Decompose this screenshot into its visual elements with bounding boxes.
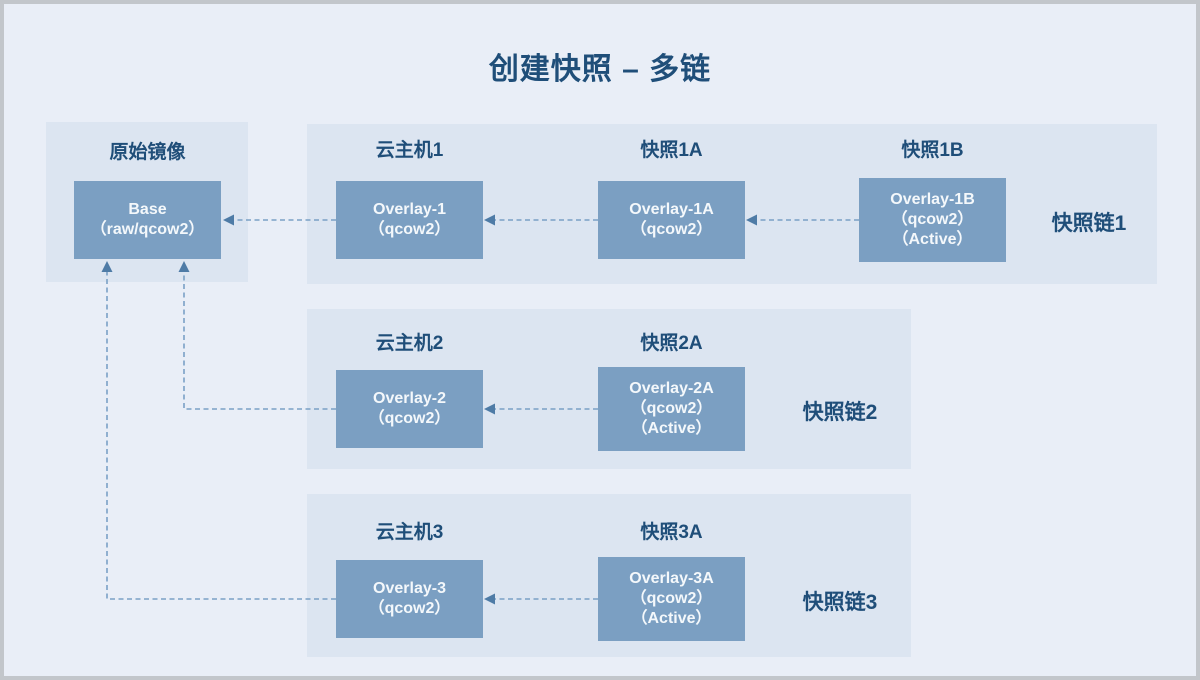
chain1-snap1b-label: 快照1B [901,140,964,161]
overlay-1a-format: （qcow2） [630,221,713,238]
overlay-3a-format: （qcow2） [630,590,713,607]
overlay-2a-box: Overlay-2A （qcow2） （Active） [598,367,745,451]
source-image-label: 原始镜像 [109,142,186,163]
overlay-2a-active: （Active） [631,420,712,437]
overlay-3a-active: （Active） [631,610,712,627]
overlay-2a-format: （qcow2） [630,400,713,417]
overlay-3-box: Overlay-3 （qcow2） [336,560,483,638]
chain3-vm-label: 云主机3 [375,522,444,543]
overlay-1-name: Overlay-1 [373,201,446,218]
overlay-2a-name: Overlay-2A [629,380,714,397]
chain1-snap1a-label: 快照1A [640,140,703,161]
chain2-vm-label: 云主机2 [375,333,444,354]
overlay-3a-name: Overlay-3A [629,570,714,587]
overlay-2-box: Overlay-2 （qcow2） [336,370,483,448]
base-box-name: Base [128,201,167,218]
chain2-snap2a-label: 快照2A [640,333,703,354]
overlay-3a-box: Overlay-3A （qcow2） （Active） [598,557,745,641]
chain1-label: 快照链1 [1051,212,1127,235]
chain2-label: 快照链2 [802,401,878,424]
chain3-snap3a-label: 快照3A [640,522,703,543]
overlay-2-name: Overlay-2 [373,390,446,407]
chain3-label: 快照链3 [802,591,878,614]
overlay-1b-active: （Active） [892,231,973,248]
arrow-overlay3-to-base [106,272,336,600]
overlay-1-box: Overlay-1 （qcow2） [336,181,483,259]
overlay-3-name: Overlay-3 [373,580,446,597]
overlay-1b-format: （qcow2） [891,211,974,228]
overlay-3-format: （qcow2） [368,600,451,617]
overlay-1b-name: Overlay-1B [890,191,975,208]
base-image-box: Base （raw/qcow2） [74,181,221,259]
overlay-1a-name: Overlay-1A [629,201,714,218]
base-box-format: （raw/qcow2） [90,221,205,238]
chain1-vm-label: 云主机1 [375,140,444,161]
overlay-1b-box: Overlay-1B （qcow2） （Active） [859,178,1006,262]
overlay-1-format: （qcow2） [368,221,451,238]
page-title: 创建快照 – 多链 [488,53,712,86]
overlay-1a-box: Overlay-1A （qcow2） [598,181,745,259]
overlay-2-format: （qcow2） [368,410,451,427]
